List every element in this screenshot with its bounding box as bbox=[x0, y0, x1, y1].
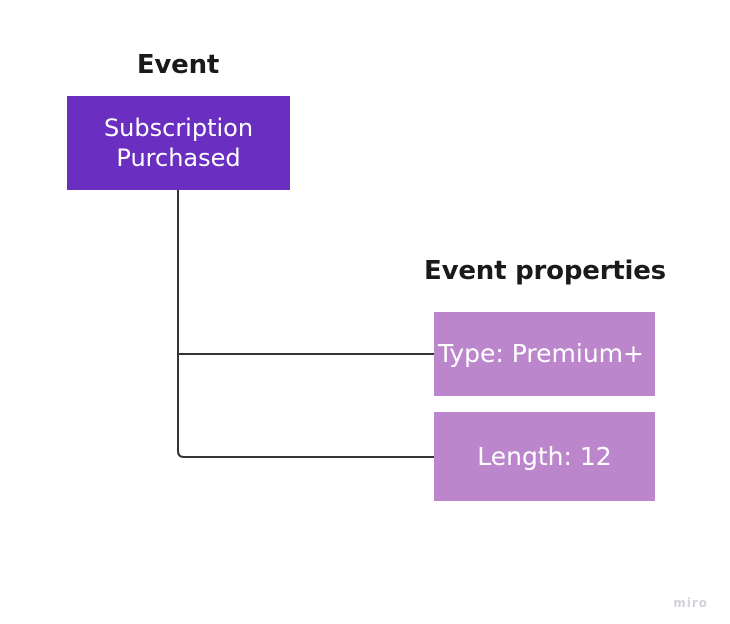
property-node-type[interactable]: Type: Premium+ bbox=[434, 312, 655, 396]
property-node-length[interactable]: Length: 12 bbox=[434, 412, 655, 501]
property-node-type-label: Type: Premium+ bbox=[438, 339, 644, 368]
event-node[interactable]: Subscription Purchased bbox=[67, 96, 290, 190]
miro-watermark: miro bbox=[673, 596, 708, 610]
connector-event-to-property-1 bbox=[177, 190, 434, 458]
event-node-label: Subscription Purchased bbox=[103, 114, 254, 172]
section-title-event: Event bbox=[136, 50, 220, 80]
section-title-event-properties: Event properties bbox=[424, 256, 666, 286]
property-node-length-label: Length: 12 bbox=[477, 441, 612, 471]
